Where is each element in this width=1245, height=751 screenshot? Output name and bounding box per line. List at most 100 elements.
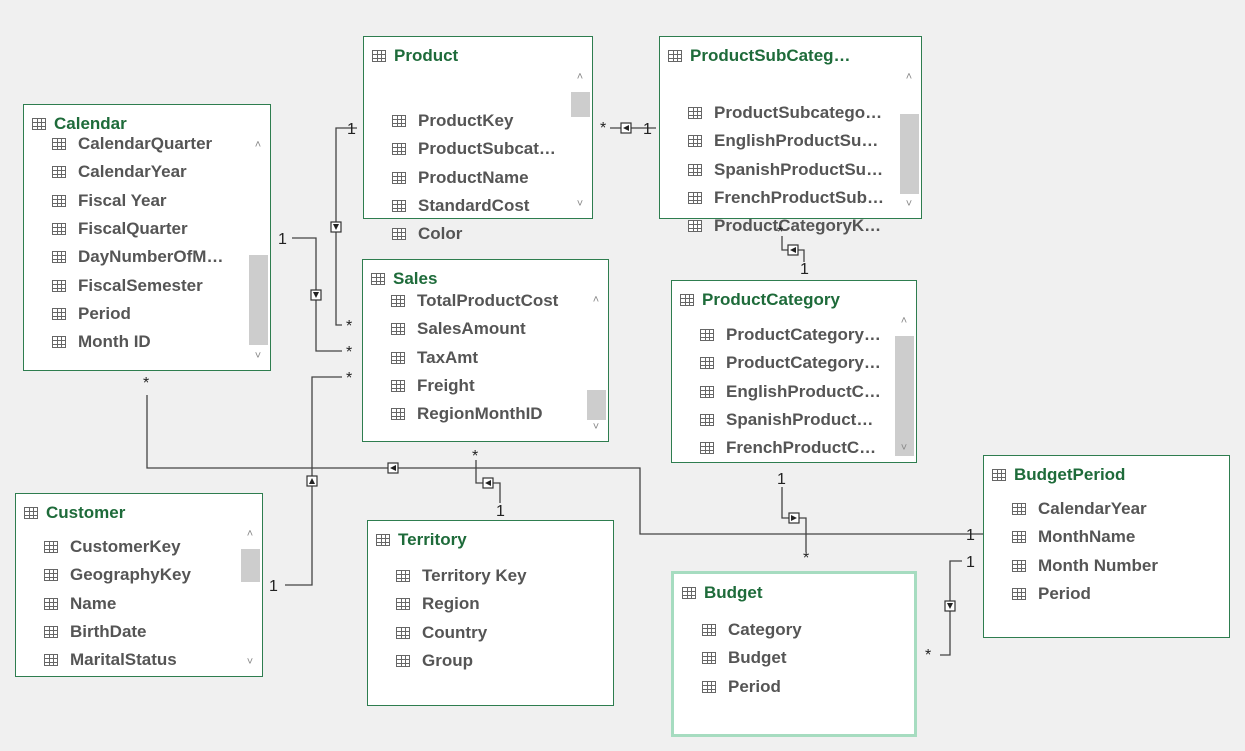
- column-grid-icon: [1012, 531, 1026, 544]
- vertical-scrollbar[interactable]: ˄˅: [899, 69, 919, 212]
- field-item[interactable]: Period: [1012, 580, 1158, 608]
- field-item[interactable]: Name: [44, 590, 191, 618]
- field-item[interactable]: SpanishProductSu…: [688, 156, 884, 184]
- field-label: Country: [422, 622, 488, 642]
- scroll-up-icon[interactable]: ˄: [254, 139, 262, 151]
- field-item[interactable]: EnglishProductC…: [700, 378, 881, 406]
- scroll-down-icon[interactable]: ˅: [900, 442, 908, 454]
- column-grid-icon: [391, 295, 405, 308]
- vertical-scrollbar[interactable]: ˄˅: [248, 137, 268, 364]
- table-grid-icon: [668, 50, 682, 62]
- field-item[interactable]: Period: [702, 673, 802, 701]
- field-item[interactable]: Group: [396, 647, 527, 675]
- field-item[interactable]: CalendarQuarter: [52, 130, 223, 158]
- field-item[interactable]: FiscalQuarter: [52, 215, 223, 243]
- field-item[interactable]: GeographyKey: [44, 561, 191, 589]
- vertical-scrollbar[interactable]: ˄˅: [570, 69, 590, 212]
- scroll-thumb[interactable]: [895, 336, 914, 456]
- table-header[interactable]: Sales: [371, 268, 600, 290]
- scroll-thumb[interactable]: [900, 114, 919, 194]
- scroll-up-icon[interactable]: ˄: [592, 294, 600, 306]
- table-header[interactable]: Budget: [682, 582, 906, 604]
- field-item[interactable]: Budget: [702, 644, 802, 672]
- scroll-thumb[interactable]: [241, 549, 260, 582]
- field-label: Color: [418, 224, 463, 244]
- field-item[interactable]: RegionMonthID: [391, 400, 558, 428]
- scroll-up-icon[interactable]: ˄: [905, 71, 913, 83]
- scroll-thumb[interactable]: [571, 92, 590, 117]
- field-label: DayNumberOfM…: [78, 247, 224, 267]
- field-item[interactable]: BirthDate: [44, 618, 191, 646]
- scroll-down-icon[interactable]: ˅: [246, 656, 254, 668]
- field-item[interactable]: ProductSubcat…: [392, 135, 556, 163]
- scroll-up-icon[interactable]: ˄: [576, 71, 584, 83]
- scroll-down-icon[interactable]: ˅: [254, 350, 262, 362]
- table-header[interactable]: ProductCategory: [680, 289, 908, 311]
- field-item[interactable]: ProductName: [392, 164, 556, 192]
- field-item[interactable]: ProductCategory…: [700, 321, 881, 349]
- column-grid-icon: [391, 408, 405, 421]
- field-item[interactable]: Freight: [391, 372, 558, 400]
- field-item[interactable]: ProductKey: [392, 107, 556, 135]
- field-item[interactable]: Month Number: [1012, 552, 1158, 580]
- field-item[interactable]: MonthName: [1012, 523, 1158, 551]
- scroll-up-icon[interactable]: ˄: [246, 528, 254, 540]
- field-item[interactable]: SpanishProduct…: [700, 406, 881, 434]
- field-item[interactable]: StandardCost: [392, 192, 556, 220]
- field-item[interactable]: TotalProductCost: [391, 287, 558, 315]
- field-label: BirthDate: [70, 622, 147, 642]
- field-item[interactable]: CalendarYear: [52, 158, 223, 186]
- table-header[interactable]: Territory: [376, 529, 605, 551]
- field-item[interactable]: CalendarYear: [1012, 495, 1158, 523]
- field-item[interactable]: ProductCategory…: [700, 349, 881, 377]
- vertical-scrollbar[interactable]: ˄˅: [586, 292, 606, 435]
- field-item[interactable]: CustomerKey: [44, 533, 191, 561]
- vertical-scrollbar[interactable]: ˄˅: [894, 313, 914, 456]
- field-item[interactable]: Region: [396, 590, 527, 618]
- table-header[interactable]: Product: [372, 45, 584, 67]
- field-item[interactable]: ProductSubcatego…: [688, 99, 884, 127]
- field-item[interactable]: EnglishProductSu…: [688, 127, 884, 155]
- column-grid-icon: [1012, 559, 1026, 572]
- table-header[interactable]: Customer: [24, 502, 254, 524]
- field-item[interactable]: Period: [52, 300, 223, 328]
- field-label: FiscalSemester: [78, 275, 203, 295]
- field-item[interactable]: FrenchProductC…: [700, 434, 881, 462]
- table-header[interactable]: Calendar: [32, 113, 262, 135]
- scroll-down-icon[interactable]: ˅: [592, 421, 600, 433]
- field-item[interactable]: ProductCategoryK…: [688, 212, 884, 240]
- field-item[interactable]: DayNumberOfM…: [52, 243, 223, 271]
- column-grid-icon: [392, 115, 406, 128]
- field-item[interactable]: Month ID: [52, 328, 223, 356]
- scroll-thumb[interactable]: [249, 255, 268, 345]
- table-header[interactable]: BudgetPeriod: [992, 464, 1221, 486]
- vertical-scrollbar[interactable]: ˄˅: [240, 526, 260, 670]
- field-item[interactable]: FiscalSemester: [52, 271, 223, 299]
- scroll-up-icon[interactable]: ˄: [900, 315, 908, 327]
- field-item[interactable]: Country: [396, 619, 527, 647]
- field-label: FrenchProductC…: [726, 438, 877, 458]
- field-item[interactable]: MaritalStatus: [44, 646, 191, 674]
- scroll-down-icon[interactable]: ˅: [905, 198, 913, 210]
- field-item[interactable]: Color: [392, 220, 556, 248]
- scroll-thumb[interactable]: [587, 390, 606, 420]
- field-item[interactable]: Territory Key: [396, 562, 527, 590]
- field-item[interactable]: Fiscal Year: [52, 187, 223, 215]
- column-grid-icon: [391, 380, 405, 393]
- scroll-down-icon[interactable]: ˅: [576, 198, 584, 210]
- table-header[interactable]: ProductSubCateg…: [668, 45, 913, 67]
- field-item[interactable]: Category: [702, 616, 802, 644]
- field-item[interactable]: TaxAmt: [391, 344, 558, 372]
- field-item[interactable]: FrenchProductSub…: [688, 184, 884, 212]
- field-item[interactable]: SalesAmount: [391, 315, 558, 343]
- table-productsubcategory[interactable]: ProductSubCateg… ProductSubcatego…English…: [659, 36, 922, 235]
